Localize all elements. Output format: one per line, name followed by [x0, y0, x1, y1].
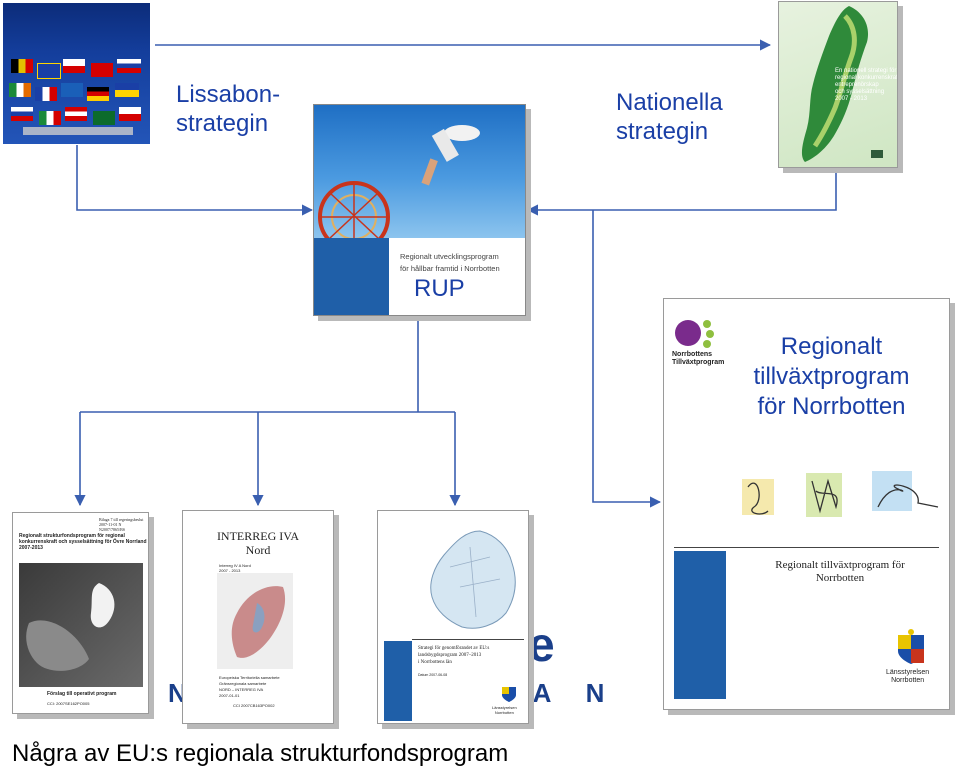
- interreg-title: INTERREG IVA Nord: [216, 529, 300, 557]
- eu-flags-photo: [3, 3, 150, 144]
- rural-date: Datum 2007-06-08: [418, 673, 448, 677]
- arrow-lisbon-to-rup: [76, 145, 314, 216]
- norrbotten-map-icon: [420, 527, 524, 633]
- arrow-national-to-rup: [526, 165, 837, 216]
- rtp-cover-title: Regionalt tillväxtprogram för Norrbotten: [775, 559, 905, 584]
- label-rup: RUP: [414, 275, 465, 302]
- norrbotten-logo-icon: [675, 320, 714, 348]
- rural-footer: Länsstyrelsen Norrbotten: [492, 705, 517, 715]
- rup-cover-text: Regionalt utvecklingsprogram för hållbar…: [400, 252, 500, 273]
- interreg-cover: INTERREG IVA Nord Interreg IV A Nord 200…: [182, 510, 334, 724]
- gov-emblem-icon: [871, 150, 883, 158]
- nordic-map-icon: [217, 573, 293, 669]
- ferris-wheel-icon: [318, 125, 480, 238]
- sky-photo: [314, 105, 525, 238]
- arrow-to-rtp: [592, 210, 662, 508]
- sketch-illustrations: [742, 471, 939, 517]
- struct-footer: Förslag till operativt program: [47, 691, 117, 697]
- sweden-map-icon: [801, 6, 869, 162]
- struct-title: Regionalt strukturfondsprogram för regio…: [19, 533, 147, 551]
- struct-fund-cover: Bilaga 7 till regeringsbeslut 2007-11-01…: [12, 512, 149, 714]
- national-cover-text: En nationell strategi för regional konku…: [835, 68, 898, 102]
- caption: Några av EU:s regionala strukturfondspro…: [12, 740, 509, 767]
- label-rtp: Regionalt tillväxtprogram för Norrbotten: [753, 333, 910, 420]
- rural-title: Strategi för genomförandet av EU:s lands…: [418, 646, 490, 665]
- interreg-cci: CCI 2007CB163PO002: [233, 703, 275, 708]
- europe-map-icon: [19, 563, 143, 687]
- label-lisbon-strategy: Lissabon- strategin: [176, 81, 281, 137]
- struct-header: Bilaga 7 till regeringsbeslut 2007-11-01…: [99, 517, 144, 532]
- rup-blue-block: [314, 238, 389, 315]
- struct-cci: CCI: 2007SE162PO005: [47, 701, 90, 706]
- watermark-e: e: [528, 619, 555, 672]
- county-crest-icon: [898, 629, 924, 664]
- rural-blue-block: [384, 641, 412, 721]
- rtp-cover: Norrbottens Tillväxtprogram Regionalt ti…: [663, 298, 950, 710]
- rural-crest-icon: [502, 687, 516, 702]
- rtp-blue-block: [674, 551, 726, 699]
- national-strategy-cover: En nationell strategi för regional konku…: [778, 1, 898, 168]
- rural-divider: [412, 639, 524, 640]
- rtp-divider: [674, 547, 939, 548]
- rural-strategy-cover: Strategi för genomförandet av EU:s lands…: [377, 510, 529, 724]
- rtp-org-name: Norrbottens Tillväxtprogram: [672, 351, 725, 366]
- rtp-footer: Länsstyrelsen Norrbotten: [886, 669, 930, 684]
- rup-cover: Regionalt utvecklingsprogram för hållbar…: [313, 104, 526, 316]
- interreg-sub: Interreg IV A Nord 2007 - 2013: [219, 563, 251, 573]
- interreg-footer: Europeiska Territoriella samarbete Gräns…: [219, 675, 280, 698]
- label-national-strategy: Nationella strategin: [616, 89, 723, 145]
